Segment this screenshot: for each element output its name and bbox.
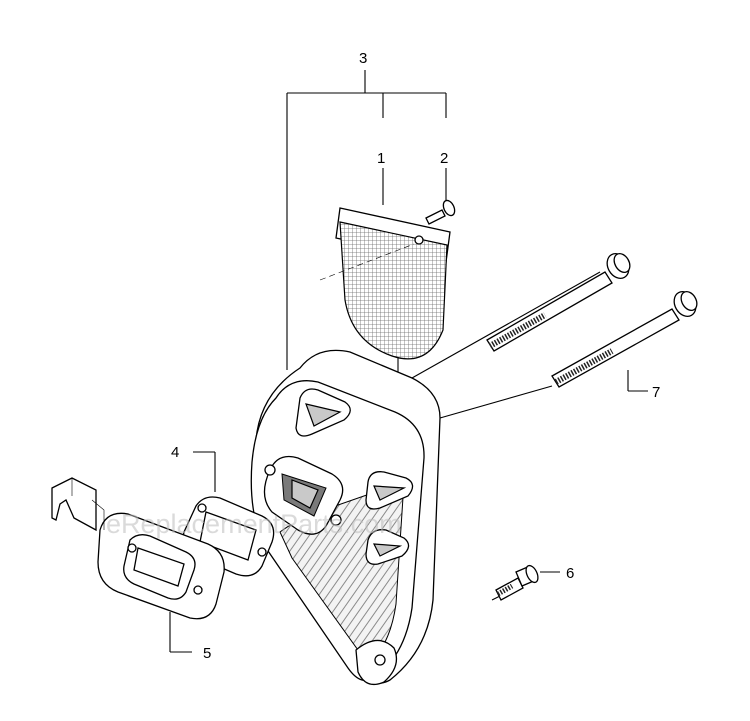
callout-4: 4 [171,444,179,461]
bolt-long-upper [411,253,631,379]
callout-7: 7 [652,384,660,401]
callout-leaders [169,70,648,653]
screw-small [425,199,456,225]
heat-shield-plate [51,477,225,620]
watermark-text: eReplacementParts.com [106,509,402,539]
callout-1: 1 [377,150,385,167]
bolt-short [491,564,539,601]
bolt-long-lower [439,291,698,419]
callout-5: 5 [203,645,211,662]
callout-6: 6 [566,565,574,582]
callout-3: 3 [359,50,367,67]
muffler-body [250,349,441,686]
callout-2: 2 [440,150,448,167]
spark-arrestor-screen [319,207,451,360]
